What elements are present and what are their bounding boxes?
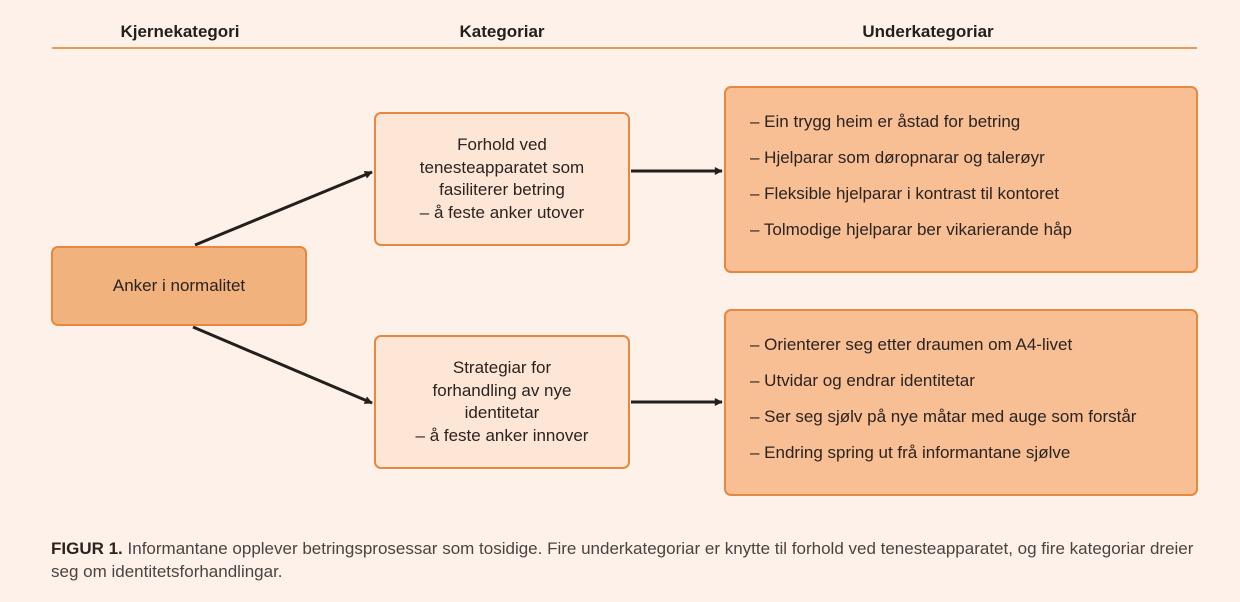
subcategory-item: – Utvidar og endrar identitetar [750,371,975,390]
subcategory-list-1: – Ein trygg heim er åstad for betring – … [750,112,1196,256]
category-box-1: Forhold ved tenesteapparatet som fasilit… [374,112,630,246]
header-core-category: Kjernekategori [120,22,240,41]
header-categories: Kategoriar [459,22,545,41]
subcategory-item: – Tolmodige hjelparar ber vikarierande h… [750,220,1072,239]
category-1-line-1: Forhold ved [457,135,547,154]
subcategory-box-2: – Orienterer seg etter draumen om A4-liv… [724,309,1198,496]
subcategory-list-2: – Orienterer seg etter draumen om A4-liv… [750,335,1196,479]
category-2-line-3: identitetar [464,403,540,422]
subcategory-item: – Ser seg sjølv på nye måtar med auge so… [750,407,1137,426]
arrow-core-to-category-2 [192,325,373,405]
subcategory-item: – Orienterer seg etter draumen om A4-liv… [750,335,1073,354]
header-rule [52,47,1197,49]
figure-caption-text: Informantane opplever betringsprosessar … [51,539,1194,581]
category-box-2: Strategiar for forhandling av nye identi… [374,335,630,469]
core-category-label: Anker i normalitet [112,276,246,295]
category-1-line-4: – å feste anker utover [419,202,585,222]
subcategory-item: – Hjelparar som døropnarar og talerøyr [750,148,1045,167]
category-2-line-2: forhandling av nye [432,380,572,400]
figure-caption-label: FIGUR 1. [51,539,123,558]
subcategory-item: – Ein trygg heim er åstad for betring [750,112,1021,131]
subcategory-item: – Fleksible hjelparar i kontrast til kon… [750,184,1059,203]
header-subcategories: Underkategoriar [862,22,994,41]
category-1-line-3: fasiliterer betring [439,180,565,199]
figure-caption: FIGUR 1. Informantane opplever betringsp… [51,537,1201,583]
category-2-line-1: Strategiar for [452,358,552,377]
category-2-line-4: – å feste anker innover [415,425,589,445]
subcategory-item: – Endring spring ut frå informantane sjø… [750,443,1071,462]
arrow-core-to-category-1 [194,170,373,247]
subcategory-box-1: – Ein trygg heim er åstad for betring – … [724,86,1198,273]
category-1-line-2: tenesteapparatet som [419,157,585,177]
core-category-box: Anker i normalitet [51,246,307,326]
